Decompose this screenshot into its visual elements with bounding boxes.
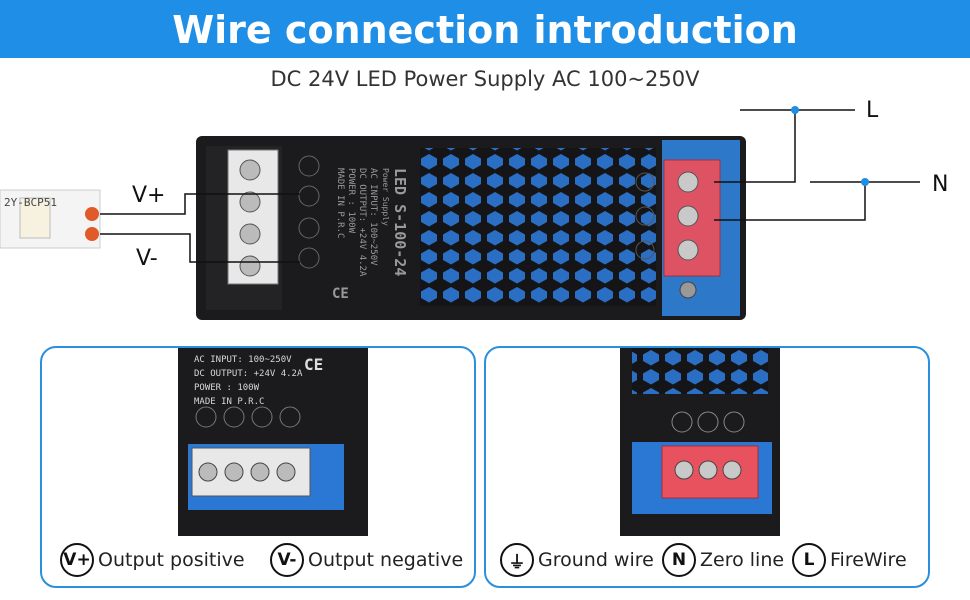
label-v-plus: V+ (132, 183, 166, 208)
strip-label: 2Y-BCP51 (4, 196, 57, 209)
svg-text:CE: CE (304, 355, 323, 374)
input-terminal-markings (635, 172, 655, 260)
v-plus-symbol: V+ (60, 543, 94, 577)
page-title: Wire connection introduction (172, 8, 798, 52)
v-minus-symbol: V- (270, 543, 304, 577)
input-detail-panel: ⏚ Ground wire N Zero line L FireWire (484, 346, 930, 588)
vent-grille (420, 148, 656, 306)
junction-dot-n (861, 178, 869, 186)
svg-text:DC OUTPUT: +24V 4.2A: DC OUTPUT: +24V 4.2A (357, 168, 367, 277)
output-terminal-markings (298, 155, 320, 269)
legend-output-positive: V+ Output positive (60, 540, 245, 580)
title-banner: Wire connection introduction (0, 0, 970, 58)
output-closeup: AC INPUT: 100~250V DC OUTPUT: +24V 4.2A … (178, 348, 368, 536)
label-n: N (932, 172, 949, 197)
junction-dot-l (791, 106, 799, 114)
svg-text:MADE IN P.R.C: MADE IN P.R.C (194, 397, 264, 407)
n-symbol: N (662, 543, 696, 577)
wire-l (714, 109, 796, 183)
svg-text:DC OUTPUT: +24V 4.2A: DC OUTPUT: +24V 4.2A (194, 369, 303, 379)
svg-text:LED S-100-24: LED S-100-24 (391, 168, 409, 276)
svg-text:MADE IN P.R.C: MADE IN P.R.C (335, 168, 345, 238)
power-supply-diagram: 2Y-BCP51 LED S-100-24 Power Supply AC IN… (0, 106, 920, 320)
subtitle: DC 24V LED Power Supply AC 100~250V (270, 67, 700, 91)
output-detail-panel: AC INPUT: 100~250V DC OUTPUT: +24V 4.2A … (40, 346, 476, 588)
legend-firewire: L FireWire (792, 540, 907, 580)
svg-text:POWER : 100W: POWER : 100W (194, 383, 260, 393)
svg-text:POWER : 100W: POWER : 100W (346, 168, 356, 234)
led-strip: 2Y-BCP51 (0, 189, 101, 249)
wire-v-plus (100, 193, 300, 215)
l-symbol: L (792, 543, 826, 577)
legend-ground-wire: ⏚ Ground wire (500, 540, 654, 580)
svg-text:AC INPUT: 100~250V: AC INPUT: 100~250V (368, 168, 378, 266)
supply-label: LED S-100-24 Power Supply AC INPUT: 100~… (335, 168, 409, 277)
svg-text:AC INPUT: 100~250V: AC INPUT: 100~250V (194, 355, 292, 365)
legend-zero-line: N Zero line (662, 540, 784, 580)
wire-n (714, 181, 866, 221)
wires (100, 109, 920, 263)
wire-v-minus (100, 233, 300, 263)
label-l: L (866, 98, 879, 123)
input-closeup (620, 348, 780, 536)
output-terminal-block (227, 149, 279, 285)
label-v-minus: V- (136, 246, 158, 271)
ground-icon: ⏚ (500, 543, 534, 577)
ce-mark: CE (332, 286, 349, 302)
svg-text:Power Supply: Power Supply (381, 168, 390, 226)
input-terminal-block (663, 159, 721, 299)
legend-output-negative: V- Output negative (270, 540, 463, 580)
